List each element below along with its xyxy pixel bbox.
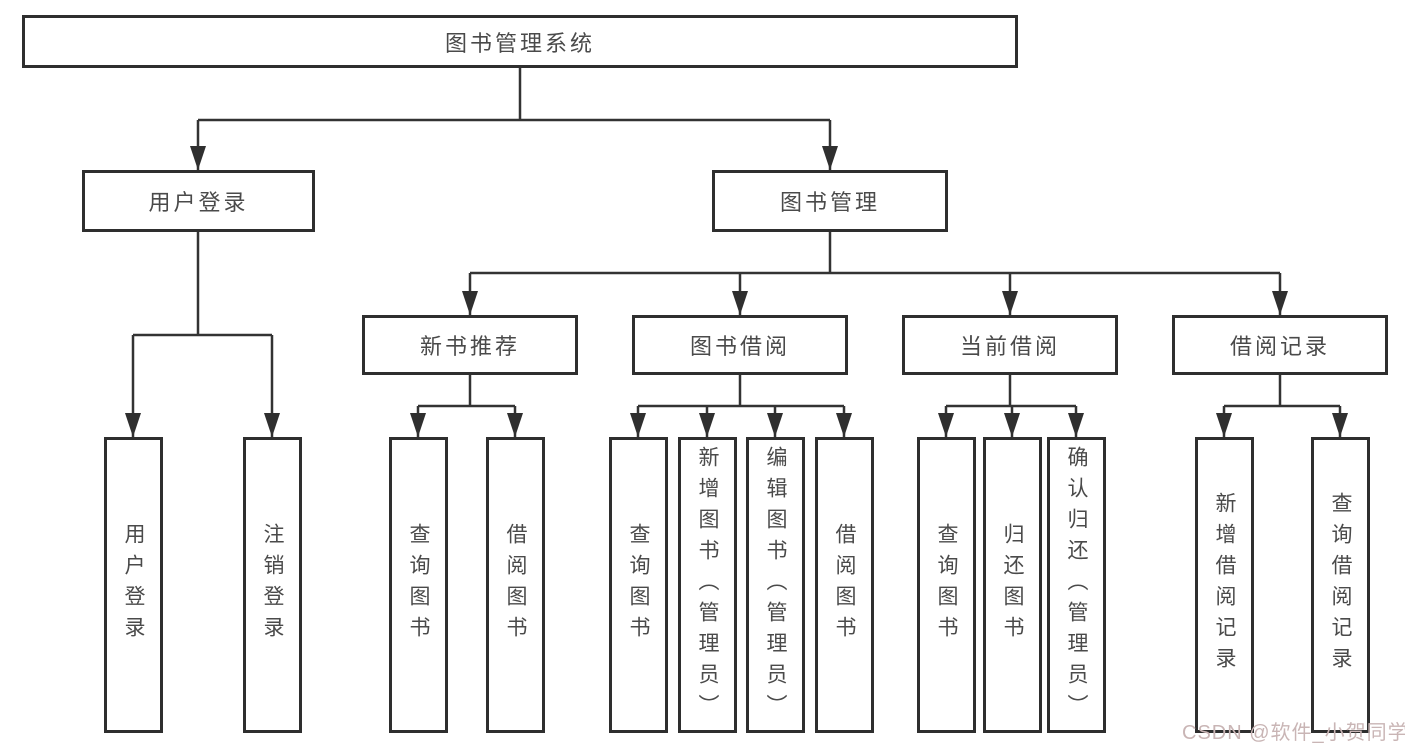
node-label: 新书推荐 <box>419 334 520 359</box>
leaf-label: 新增借阅记录 <box>1213 492 1236 678</box>
leaf-label: 注销登录 <box>261 523 284 647</box>
leaf-label: 新增图书（管理员） <box>696 445 719 725</box>
leaf-label: 借阅图书 <box>833 523 856 647</box>
leaf-query-books: 查询图书 <box>917 437 976 733</box>
leaf-label: 归还图书 <box>1001 523 1024 647</box>
node-label: 借阅记录 <box>1229 334 1330 359</box>
leaf-add-books-admin: 新增图书（管理员） <box>678 437 737 733</box>
leaf-add-borrow-record: 新增借阅记录 <box>1195 437 1254 733</box>
leaf-label: 用户登录 <box>122 523 145 647</box>
leaf-label: 查询图书 <box>627 523 650 647</box>
node-current-borrow: 当前借阅 <box>902 315 1118 375</box>
node-label: 图书管理 <box>779 190 880 215</box>
node-user-login: 用户登录 <box>82 170 315 232</box>
leaf-logout: 注销登录 <box>243 437 302 733</box>
leaf-edit-books-admin: 编辑图书（管理员） <box>746 437 805 733</box>
leaf-label: 编辑图书（管理员） <box>764 445 787 725</box>
csdn-watermark: CSDN @软件_小贺同学 <box>1182 722 1405 744</box>
arrowheads <box>125 146 1348 437</box>
node-label: 图书管理系统 <box>444 30 595 56</box>
leaf-confirm-return-admin: 确认归还（管理员） <box>1047 437 1106 733</box>
node-label: 用户登录 <box>148 190 249 215</box>
leaf-query-books: 查询图书 <box>609 437 668 733</box>
node-new-book-recommend: 新书推荐 <box>362 315 578 375</box>
node-label: 图书借阅 <box>689 334 790 359</box>
leaf-query-borrow-record: 查询借阅记录 <box>1311 437 1370 733</box>
leaf-label: 查询图书 <box>407 523 430 647</box>
leaf-query-books: 查询图书 <box>389 437 448 733</box>
leaf-return-books: 归还图书 <box>983 437 1042 733</box>
node-library-management-system: 图书管理系统 <box>22 15 1018 68</box>
leaf-borrow-books: 借阅图书 <box>486 437 545 733</box>
leaf-label: 查询图书 <box>935 523 958 647</box>
node-book-management: 图书管理 <box>712 170 948 232</box>
node-borrow-record: 借阅记录 <box>1172 315 1388 375</box>
leaf-user-login: 用户登录 <box>104 437 163 733</box>
leaf-label: 确认归还（管理员） <box>1065 445 1088 725</box>
leaf-borrow-books: 借阅图书 <box>815 437 874 733</box>
leaf-label: 借阅图书 <box>504 523 527 647</box>
node-book-borrow: 图书借阅 <box>632 315 848 375</box>
node-label: 当前借阅 <box>959 334 1060 359</box>
leaf-label: 查询借阅记录 <box>1329 492 1352 678</box>
